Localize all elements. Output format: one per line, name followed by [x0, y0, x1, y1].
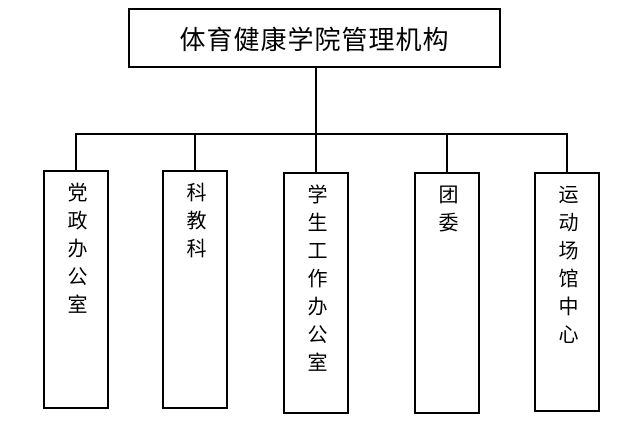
branch-line-2 — [194, 133, 196, 171]
dept-node-party-office: 党政办公室 — [43, 170, 109, 409]
dept-node-label: 学生工作办公室 — [304, 184, 328, 380]
dept-node-science-education: 科教科 — [162, 170, 228, 409]
root-connector-line — [315, 68, 317, 134]
branch-line-5 — [566, 133, 568, 173]
dept-node-label: 科教科 — [183, 182, 207, 266]
dept-node-student-affairs: 学生工作办公室 — [283, 172, 349, 414]
branch-line-4 — [446, 133, 448, 173]
root-node: 体育健康学院管理机构 — [128, 8, 501, 68]
dept-node-label: 团委 — [435, 184, 459, 240]
horizontal-bus-line — [75, 133, 568, 135]
dept-node-sports-venue-center: 运动场馆中心 — [534, 172, 600, 412]
root-node-label: 体育健康学院管理机构 — [179, 25, 450, 56]
dept-node-label: 运动场馆中心 — [555, 184, 579, 352]
branch-line-3 — [315, 133, 317, 173]
dept-node-label: 党政办公室 — [64, 182, 88, 322]
branch-line-1 — [75, 133, 77, 171]
dept-node-youth-league: 团委 — [414, 172, 480, 414]
